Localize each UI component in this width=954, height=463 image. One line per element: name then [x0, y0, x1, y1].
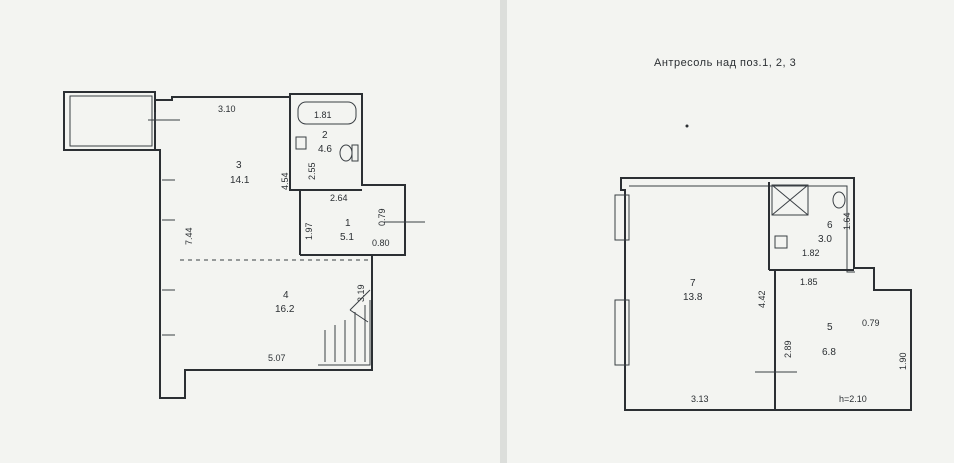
- room-6-walls: [768, 182, 854, 271]
- room-5-area: 6.8: [822, 347, 836, 358]
- dimension-4-54: 4.54: [280, 172, 290, 190]
- room-1-number: 1: [345, 218, 351, 229]
- dimension-1-97: 1.97: [304, 222, 314, 240]
- left-floor-plan-sheet: 3 14.1 2 4.6 1 5.1 4 16.2 3.10 1.81 2.55…: [63, 91, 425, 399]
- room-7-area: 13.8: [683, 292, 703, 303]
- balcony-inner-line: [69, 95, 153, 147]
- room-4-area: 16.2: [275, 304, 295, 315]
- room-7-number: 7: [690, 278, 696, 289]
- shower-cross: [771, 184, 809, 216]
- left-floor-plan: 3 14.1 2 4.6 1 5.1 4 16.2 3.10 1.81 2.55…: [63, 91, 425, 399]
- toilet-tank: [351, 144, 359, 162]
- dimension-4-42: 4.42: [757, 290, 767, 308]
- toilet-icon: [832, 191, 846, 209]
- sheet-divider: [500, 0, 507, 463]
- dimension-0-80: 0.80: [372, 238, 390, 248]
- bathroom-wall: [289, 97, 362, 191]
- sink-icon: [774, 235, 788, 249]
- mezzanine-title: Антресоль над поз.1, 2, 3: [654, 57, 796, 69]
- window-marks: [614, 194, 630, 366]
- sink-icon: [295, 136, 307, 150]
- shower-tray-icon: [771, 184, 809, 216]
- apartment-outline: [154, 93, 406, 399]
- room-2-number: 2: [322, 130, 328, 141]
- dimension-1-85: 1.85: [800, 277, 818, 287]
- balcony-outline: [63, 91, 156, 151]
- bathtub-icon: [297, 101, 357, 125]
- dimension-2-89: 2.89: [783, 340, 793, 358]
- dimension-1-81: 1.81: [314, 110, 332, 120]
- stairs-outline: [318, 300, 371, 366]
- dimension-5-07: 5.07: [268, 353, 286, 363]
- window-marks: [162, 179, 175, 336]
- room-2-area: 4.6: [318, 144, 332, 155]
- toilet-icon: [339, 144, 353, 162]
- right-floor-plan-sheet: Антресоль над поз.1, 2, 3 6 3.0 7 13.8 5…: [507, 0, 954, 463]
- dimension-1-64: 1.64: [842, 212, 852, 230]
- room-6-area: 3.0: [818, 234, 832, 245]
- dimension-0-79: 0.79: [862, 318, 880, 328]
- dimension-0-79: 0.79: [377, 208, 387, 226]
- room-4-number: 4: [283, 290, 289, 301]
- dimension-7-44: 7.44: [184, 227, 194, 245]
- inner-outline-line: [629, 185, 855, 273]
- room-6-number: 6: [827, 220, 833, 231]
- dimension-2-55: 2.55: [307, 162, 317, 180]
- dimension-2-64: 2.64: [330, 193, 348, 203]
- dimension-3-13: 3.13: [691, 394, 709, 404]
- ink-dot: [685, 124, 689, 128]
- mezzanine-floor-plan: Антресоль над поз.1, 2, 3 6 3.0 7 13.8 5…: [614, 57, 912, 411]
- ceiling-height-note: h=2.10: [839, 394, 867, 404]
- stairs-icon: [324, 289, 371, 362]
- dimension-1-82: 1.82: [802, 248, 820, 258]
- room-3-number: 3: [236, 160, 242, 171]
- room-1-area: 5.1: [340, 232, 354, 243]
- room-3-area: 14.1: [230, 175, 250, 186]
- mezzanine-outline: [620, 177, 912, 411]
- dimension-3-10: 3.10: [218, 104, 236, 114]
- dimension-3-19: 3.19: [356, 284, 366, 302]
- room-5-number: 5: [827, 322, 833, 333]
- balcony-door-mark: [148, 112, 180, 130]
- dimension-1-90: 1.90: [898, 352, 908, 370]
